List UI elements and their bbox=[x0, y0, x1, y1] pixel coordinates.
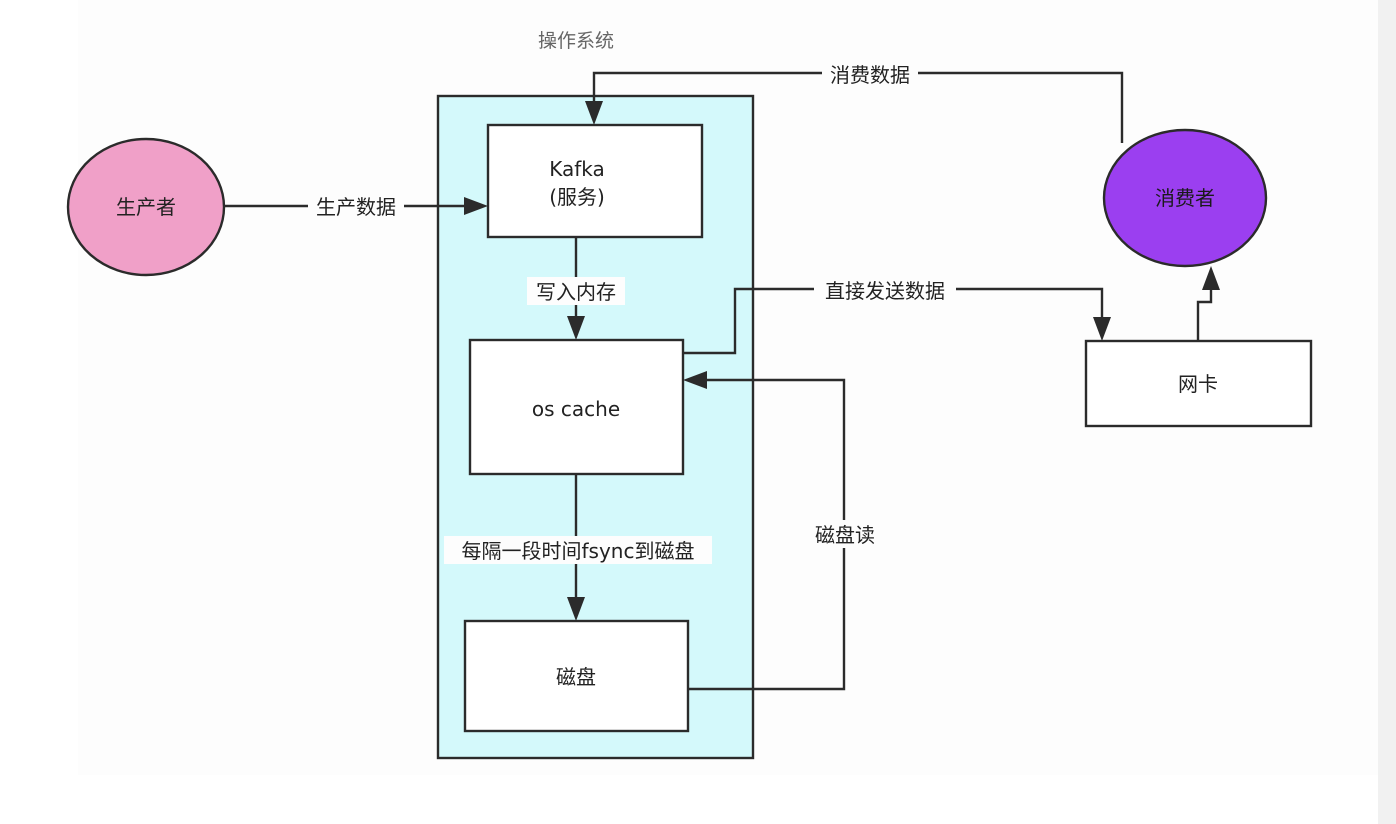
scrollbar-track[interactable] bbox=[1378, 0, 1396, 824]
edge-write-memory-arrowhead bbox=[567, 316, 585, 340]
consumer-node[interactable] bbox=[1102, 128, 1268, 268]
kafka-label-line1: Kafka bbox=[549, 157, 605, 181]
network-card-box[interactable] bbox=[1084, 339, 1313, 428]
edge-produce-label-bg bbox=[308, 192, 404, 220]
edge-nic-consumer-line bbox=[1196, 286, 1213, 341]
edge-disk-read-label-bg bbox=[806, 520, 884, 548]
edge-disk-read-arrowhead bbox=[683, 371, 707, 389]
edge-write-memory-label: 写入内存 bbox=[536, 280, 616, 304]
edge-nic-consumer-arrowhead bbox=[1202, 266, 1220, 290]
edge-consume-label-bg bbox=[822, 60, 918, 88]
edge-consume-label: 消费数据 bbox=[830, 63, 910, 87]
os-cache-box[interactable] bbox=[468, 338, 685, 476]
disk-label: 磁盘 bbox=[556, 665, 596, 689]
consumer-label: 消费者 bbox=[1155, 186, 1215, 210]
edge-send-direct-label-bg bbox=[814, 276, 956, 304]
kafka-label-line2: (服务) bbox=[549, 185, 605, 209]
edge-produce-arrowhead bbox=[464, 197, 488, 215]
edge-fsync-label-bg bbox=[444, 536, 712, 564]
edge-write-memory-label-bg bbox=[527, 277, 625, 305]
os-cache-label: os cache bbox=[532, 397, 620, 421]
kafka-service-box[interactable] bbox=[486, 123, 704, 239]
edge-send-direct-arrowhead bbox=[1093, 317, 1111, 341]
network-card-label: 网卡 bbox=[1178, 372, 1218, 396]
edge-send-direct-line bbox=[683, 287, 1104, 355]
producer-label: 生产者 bbox=[116, 195, 176, 219]
edge-fsync-arrowhead bbox=[567, 597, 585, 621]
disk-box[interactable] bbox=[463, 619, 690, 733]
edge-produce-label: 生产数据 bbox=[316, 195, 396, 219]
edge-consume-arrowhead bbox=[585, 101, 603, 125]
edge-disk-read-label: 磁盘读 bbox=[815, 523, 875, 547]
container-label: 操作系统 bbox=[538, 30, 614, 52]
edge-fsync-label: 每隔一段时间fsync到磁盘 bbox=[462, 539, 695, 563]
edge-send-direct-label: 直接发送数据 bbox=[825, 279, 945, 303]
